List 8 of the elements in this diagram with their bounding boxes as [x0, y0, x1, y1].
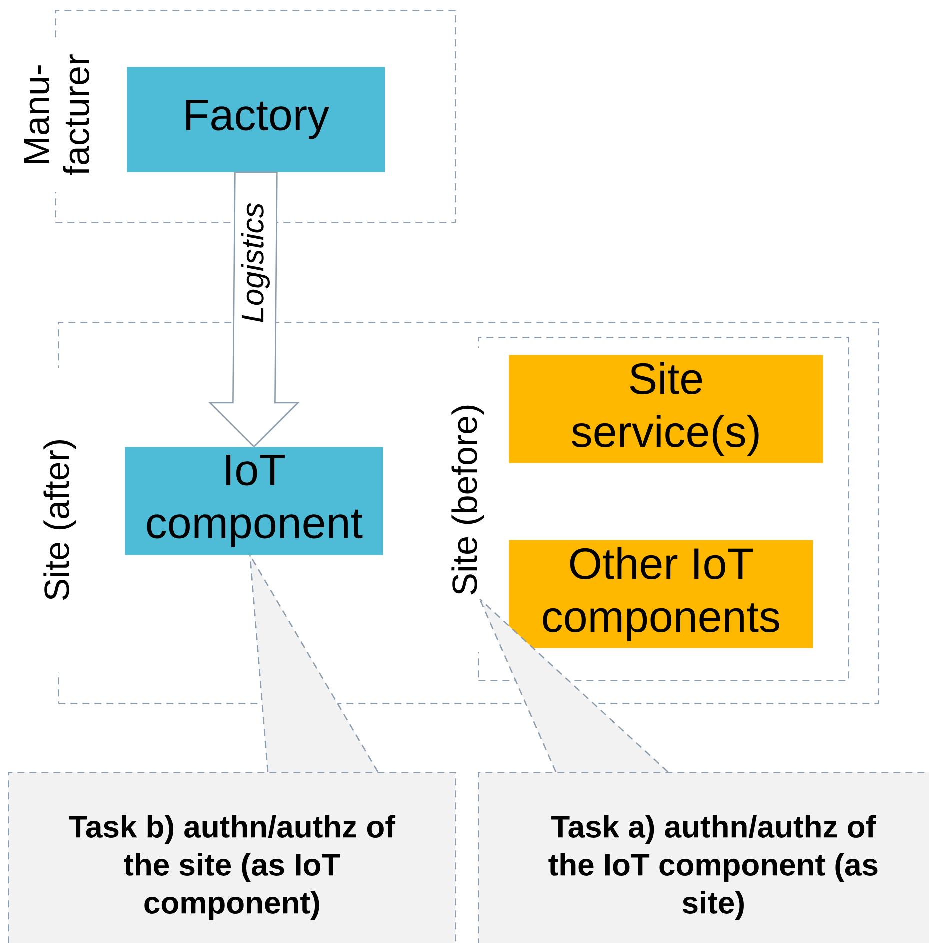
node-label: Site (before): [452, 406, 484, 595]
process-box: Site service(s): [509, 355, 824, 464]
node-label: Manu-: [24, 66, 50, 164]
leader-line: [250, 555, 269, 772]
process-box: Other IoT components: [509, 540, 814, 648]
process-box: IoT component: [125, 447, 384, 556]
leader-line: [479, 599, 557, 772]
process-box: Factory: [127, 67, 386, 172]
